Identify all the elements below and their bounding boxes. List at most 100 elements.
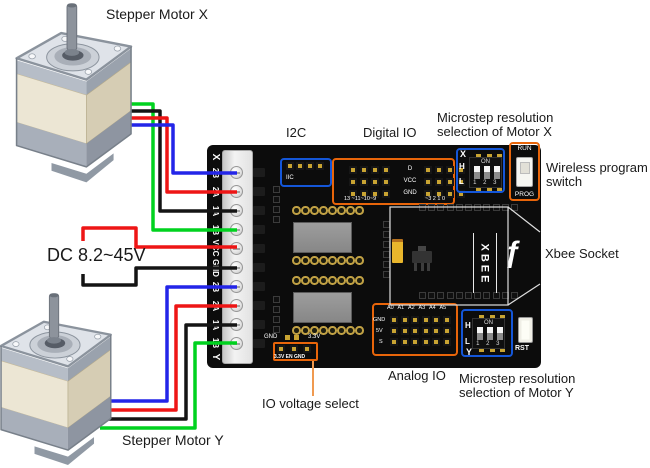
pad <box>273 186 280 193</box>
pad <box>501 204 509 211</box>
analog-io-pins <box>390 316 451 346</box>
pad <box>483 204 491 211</box>
pin <box>390 327 398 335</box>
capacitor <box>392 239 403 263</box>
run-prog-switch <box>516 157 533 187</box>
analog-col-label: A5 <box>439 305 447 311</box>
xbee-silk-text: XBEE <box>478 243 491 286</box>
pad <box>419 292 426 299</box>
pin <box>316 162 324 170</box>
pin <box>371 166 379 174</box>
i2c-highlight-box <box>280 158 332 187</box>
tab <box>253 320 265 329</box>
pad <box>501 292 509 299</box>
driver-y-socket-row-top <box>292 276 364 285</box>
gold <box>497 154 502 157</box>
dip-x-pads-bottom <box>476 188 502 191</box>
pin <box>435 166 443 174</box>
analog-col-label: A4 <box>429 305 436 311</box>
dip-slider <box>484 166 490 179</box>
terminal-label: VCC <box>211 239 220 257</box>
digital-pins-left-label: 13 ~11~10~9 <box>344 196 377 202</box>
pad <box>437 292 445 299</box>
wireless-switch-line2: switch <box>546 174 583 190</box>
analog-col-label: A2 <box>408 305 415 311</box>
terminal-label: 2A <box>211 300 220 312</box>
pin <box>382 166 390 174</box>
pad <box>383 221 390 228</box>
dip-y-numbers: 1 2 3 <box>476 341 502 347</box>
pin <box>457 178 465 186</box>
tab <box>253 282 265 291</box>
socket <box>301 206 310 215</box>
pin <box>303 345 311 353</box>
pin <box>400 327 409 335</box>
dip-x-pads-top <box>476 154 502 157</box>
gold <box>476 154 481 157</box>
pad <box>383 271 390 278</box>
digital-io-col-gnd: GND <box>403 190 417 196</box>
socket <box>355 206 364 215</box>
gold <box>479 349 484 352</box>
screw <box>230 299 243 312</box>
tab <box>253 206 265 215</box>
pin <box>424 178 432 186</box>
dip-x-sliders <box>474 166 500 179</box>
socket <box>337 256 346 265</box>
tab <box>253 187 265 196</box>
pin <box>360 166 368 174</box>
pad <box>383 251 390 258</box>
digital-io-pins-right <box>424 166 465 198</box>
dip-slider <box>474 166 480 179</box>
dip-slider <box>497 327 503 340</box>
tab <box>253 225 265 234</box>
pin <box>349 190 357 198</box>
iic-silk-label: IIC <box>286 175 294 181</box>
socket <box>319 326 328 335</box>
terminal-screws <box>230 166 243 350</box>
pad <box>273 326 280 333</box>
socket <box>292 326 301 335</box>
xbee-pad-row-bottom <box>419 292 518 299</box>
analog-row-5v: 5V <box>376 328 383 334</box>
digital-pins-right-label: ~3 2 1 0 <box>425 196 446 202</box>
driver-x-socket-row-bottom <box>292 256 364 265</box>
dip-x-low-label: L <box>459 177 464 186</box>
gold <box>489 349 495 352</box>
wireless-switch-line1: Wireless program <box>546 160 648 175</box>
dip-y-low-label: L <box>465 337 470 346</box>
socket <box>319 256 328 265</box>
dc-supply-label: DC 8.2~45V <box>47 245 146 265</box>
pad <box>510 204 518 211</box>
socket <box>301 326 310 335</box>
socket <box>310 256 319 265</box>
gold <box>486 154 492 157</box>
dip-slider <box>487 327 493 340</box>
pin <box>442 316 451 324</box>
microstep-x-label: Microstep resolution selection of Motor … <box>437 110 553 139</box>
gold <box>476 188 481 191</box>
pad <box>273 306 280 313</box>
driver-y-socket-row-bottom <box>292 326 364 335</box>
xbee-silk-line-left <box>473 233 474 293</box>
socket <box>346 256 355 265</box>
dip-x-high-label: H <box>459 162 465 171</box>
terminal-label: X <box>210 153 221 161</box>
terminal-label: 2B <box>211 281 220 293</box>
pin <box>442 338 451 346</box>
xbee-socket-label: Xbee Socket <box>545 246 619 261</box>
pad <box>428 204 436 211</box>
io-select-gnd-silk: GND <box>264 334 278 340</box>
pin <box>382 190 390 198</box>
pad <box>437 204 445 211</box>
digital-io-label: Digital IO <box>363 125 417 140</box>
pin <box>432 316 440 324</box>
pad <box>273 206 280 213</box>
pad <box>273 316 280 323</box>
pin <box>446 178 454 186</box>
screw <box>230 242 243 255</box>
regulator-leg <box>414 263 417 271</box>
dip-y-sliders <box>477 327 503 340</box>
pin <box>421 338 430 346</box>
socket <box>319 276 328 285</box>
